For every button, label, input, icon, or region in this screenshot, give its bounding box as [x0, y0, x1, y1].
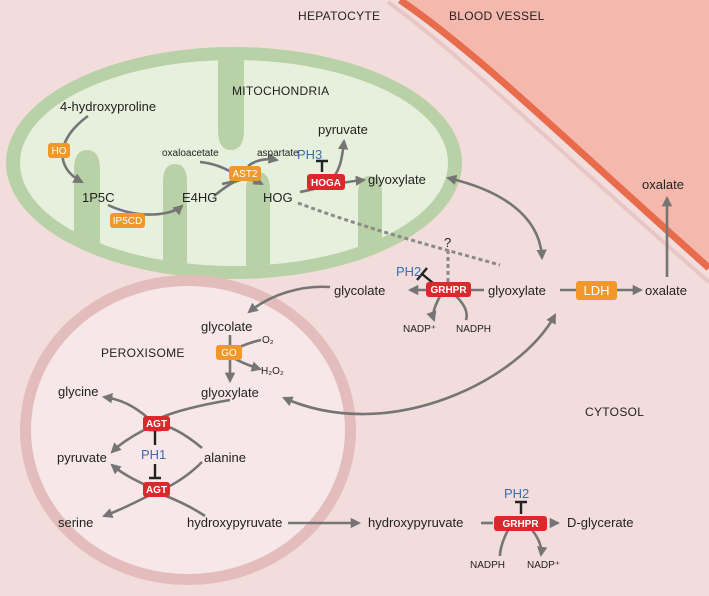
arrow-agt1-to-pyruvate	[110, 426, 149, 454]
arrow-to-aspartate	[247, 153, 280, 168]
metabolite-4-hydroxyproline: 4-hydroxyproline	[60, 99, 156, 114]
enzyme-ho: HO	[48, 143, 70, 158]
metabolite-aspartate: aspartate	[257, 148, 299, 159]
enzyme-grhpr-cytosol: GRHPR	[426, 282, 471, 297]
arrow-perox-glyoxylate-exchange	[282, 313, 557, 416]
enzyme-hoga: HOGA	[307, 174, 345, 190]
svg-text:IP5CD: IP5CD	[113, 216, 142, 227]
svg-text:HOGA: HOGA	[311, 178, 341, 189]
metabolite-hydroxypyruvate-cytosol: hydroxypyruvate	[368, 515, 463, 530]
arrow-cyto-glycolate-to-perox	[247, 285, 331, 314]
metabolite-oxalate-cytosol: oxalate	[645, 283, 687, 298]
metabolite-serine: serine	[58, 515, 93, 530]
metabolite-glyoxylate-cytosol: glyoxylate	[488, 283, 546, 298]
metabolite-glycolate-cytosol: glycolate	[334, 283, 385, 298]
svg-text:AST2: AST2	[232, 169, 257, 180]
svg-text:GRHPR: GRHPR	[502, 519, 539, 530]
inhibit-ph2-grhpr2	[515, 500, 527, 514]
metabolite-glyoxylate-peroxisome: glyoxylate	[201, 385, 259, 400]
arrow-hydroxypyruvate-to-agt2	[165, 494, 206, 518]
metabolite-oxaloacetate: oxaloacetate	[162, 148, 219, 159]
enzyme-go: GO	[216, 345, 242, 360]
inhibit-ph1-agt2	[149, 464, 161, 480]
metabolite-glycine: glycine	[58, 384, 98, 399]
arrow-grhpr2-to-nadp	[530, 529, 548, 558]
blood-vessel-inner-edge	[386, 0, 709, 284]
enzyme-grhpr-cytosol-2: GRHPR	[494, 516, 547, 531]
enzyme-ldh: LDH	[576, 281, 617, 300]
enzyme-agt-2: AGT	[143, 482, 170, 497]
ph3-label: PH3	[297, 147, 322, 162]
metabolite-e4hg: E4HG	[182, 190, 217, 205]
ph1-label: PH1	[141, 447, 166, 462]
metabolite-oxalate-blood: oxalate	[642, 177, 684, 192]
enzyme-ip5cd: IP5CD	[110, 213, 145, 228]
metabolite-pyruvate-mito: pyruvate	[318, 122, 368, 137]
blood-vessel-area	[400, 0, 709, 268]
enzyme-ast2: AST2	[229, 166, 261, 181]
metabolite-hydroxypyruvate-peroxisome: hydroxypyruvate	[187, 515, 282, 530]
peroxisome	[20, 275, 356, 585]
svg-text:HO: HO	[52, 146, 67, 157]
inhibit-ph2-grhpr1	[416, 267, 434, 284]
arrow-nadph-to-grhpr2	[498, 529, 510, 557]
blood-vessel-wall	[398, 0, 709, 271]
metabolite-pyruvate-peroxisome: pyruvate	[57, 450, 107, 465]
arrow-p5c-to-e4hg	[107, 203, 184, 216]
svg-text:GRHPR: GRHPR	[430, 285, 467, 296]
cofactor-nadph-2: NADPH	[470, 560, 505, 571]
arrow-agt2-to-serine	[102, 494, 149, 518]
ph2-label-cytosol-2: PH2	[504, 486, 529, 501]
mitochondria-label: MITOCHONDRIA	[232, 84, 329, 98]
hepatocyte-label: HEPATOCYTE	[298, 9, 380, 23]
svg-text:AGT: AGT	[146, 419, 167, 430]
metabolite-1p5c: 1P5C	[82, 190, 115, 205]
inhibit-ph3-hoga	[316, 159, 328, 172]
metabolite-glycolate-peroxisome: glycolate	[201, 319, 252, 334]
svg-text:AGT: AGT	[146, 485, 167, 496]
cofactor-nadp-plus-1: NADP⁺	[403, 324, 436, 335]
cofactor-nadph-1: NADPH	[456, 324, 491, 335]
enzyme-agt-1: AGT	[143, 416, 170, 431]
metabolite-d-glycerate: D-glycerate	[567, 515, 633, 530]
svg-text:LDH: LDH	[583, 283, 609, 298]
blood-vessel-label: BLOOD VESSEL	[449, 9, 545, 23]
question-mark: ?	[444, 235, 451, 250]
metabolite-hog: HOG	[263, 190, 293, 205]
mitochondrion	[6, 47, 462, 279]
cofactor-h2o2: H₂O₂	[261, 366, 284, 377]
ph2-label-cytosol: PH2	[396, 264, 421, 279]
cofactor-nadp-plus-2: NADP⁺	[527, 560, 560, 571]
arrow-agt1-to-glycine	[101, 393, 149, 419]
peroxisome-label: PEROXISOME	[101, 346, 185, 360]
metabolite-glyoxylate-mito: glyoxylate	[368, 172, 426, 187]
svg-text:GO: GO	[221, 348, 237, 359]
cytosol-label: CYTOSOL	[585, 405, 644, 419]
metabolite-alanine: alanine	[204, 450, 246, 465]
arrow-mito-glyoxylate-exchange	[445, 174, 547, 261]
cofactor-o2: O₂	[262, 335, 274, 346]
